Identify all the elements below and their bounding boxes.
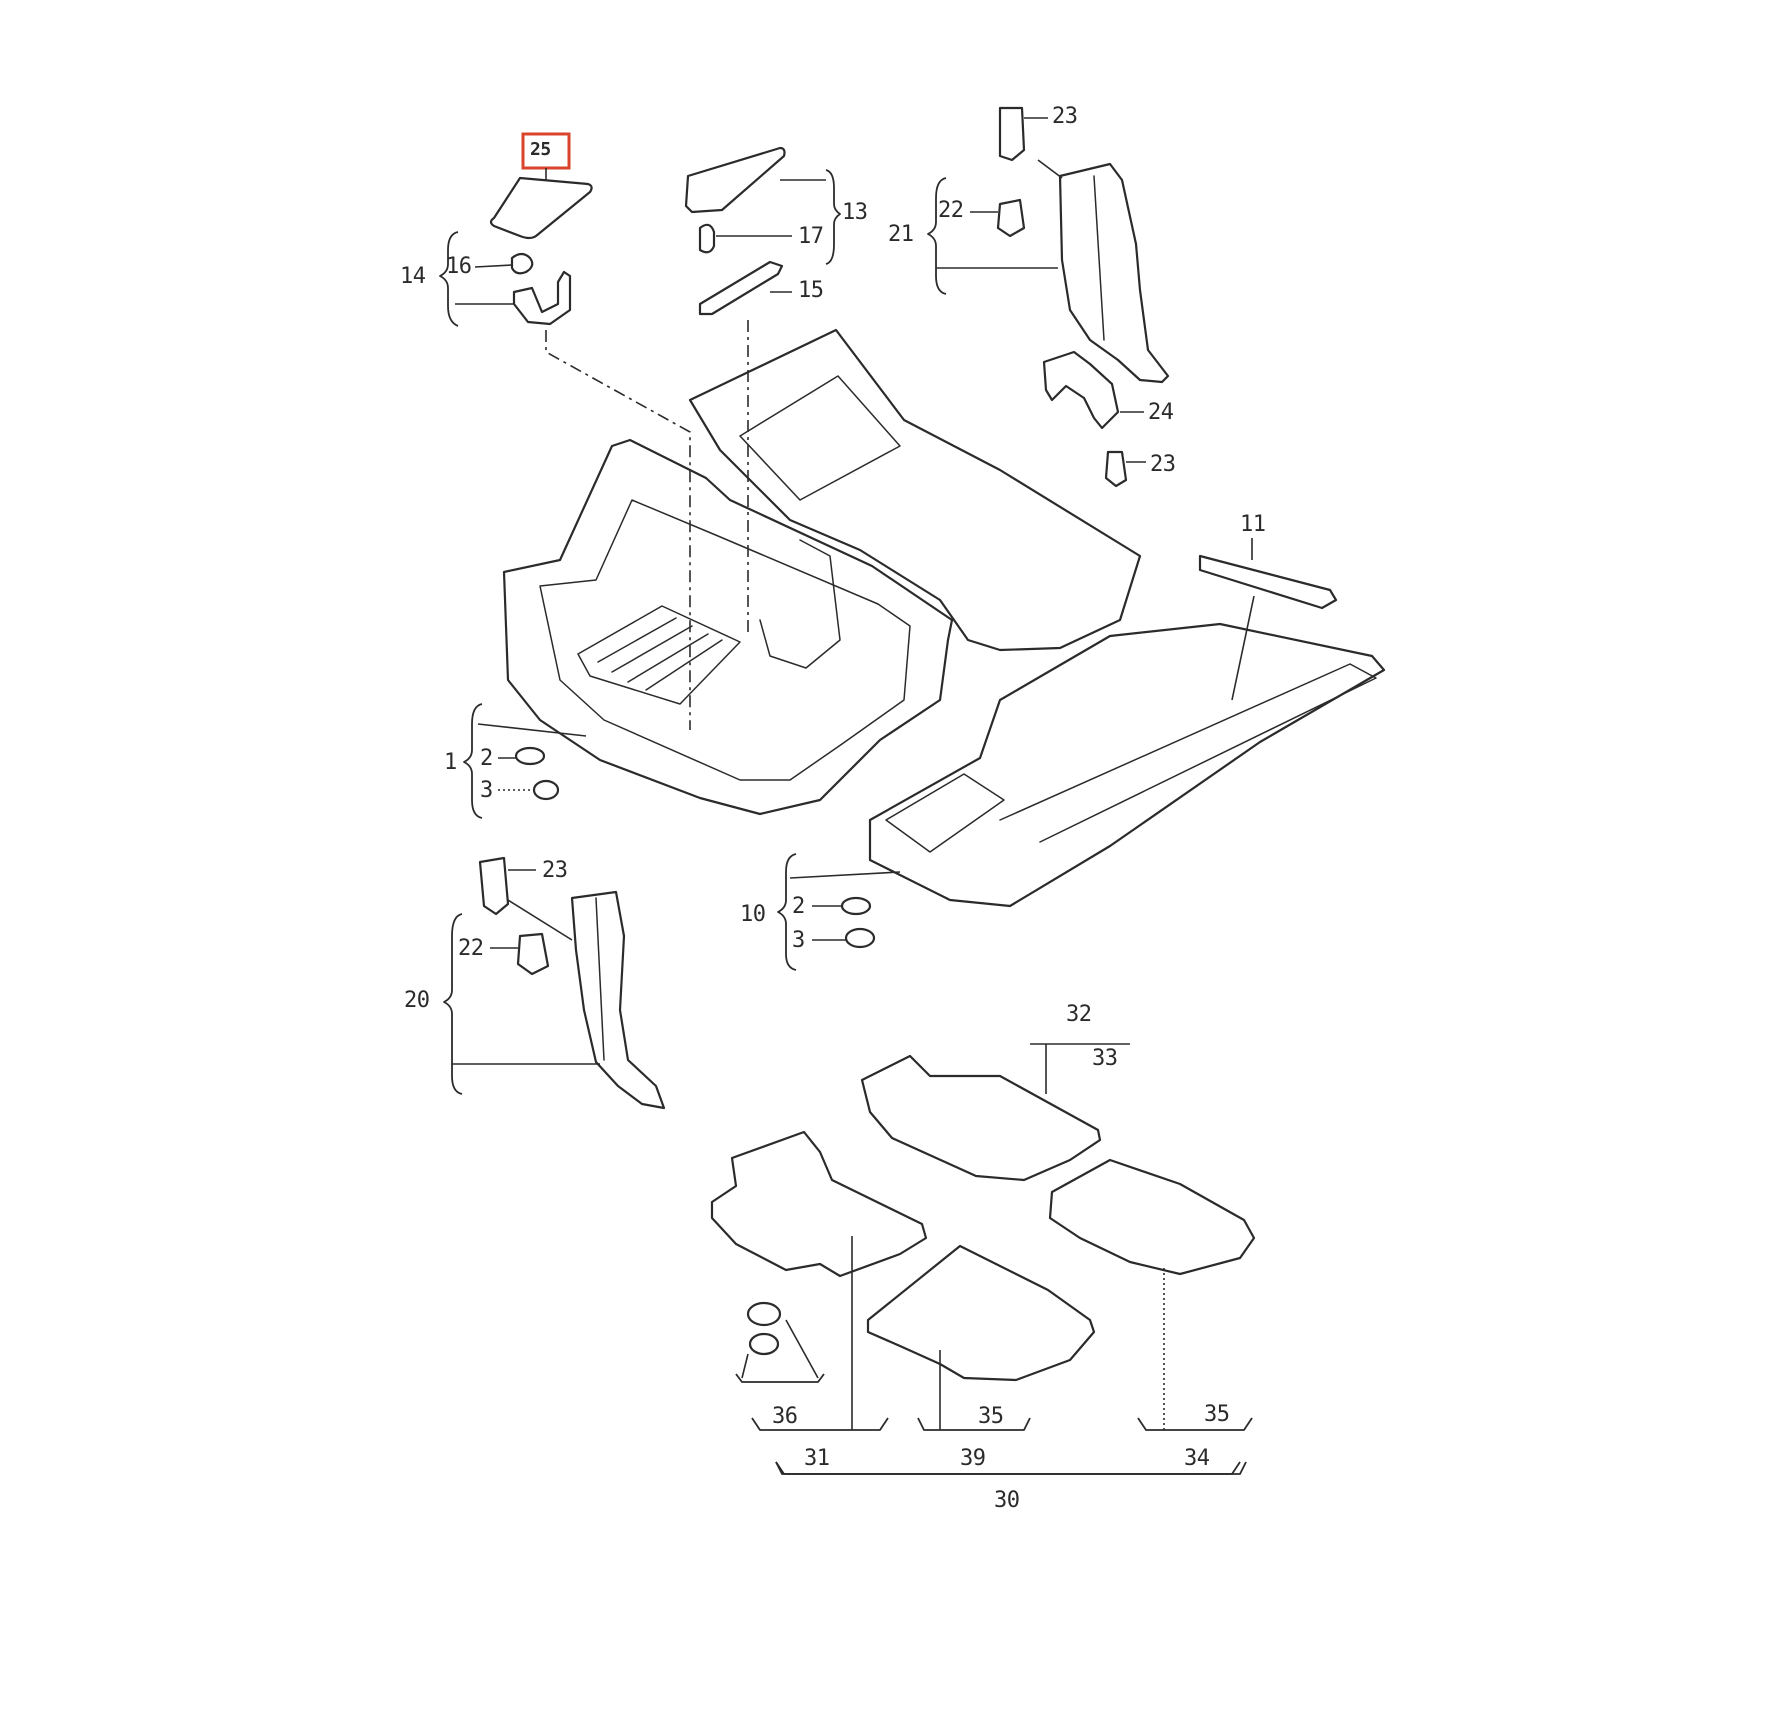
mat-front-right (710, 1130, 928, 1278)
part-25-pad (489, 176, 593, 240)
leader-1-carpet (477, 723, 587, 737)
callout-21: 21 (888, 222, 914, 247)
brace-14 (439, 231, 459, 327)
callout-24: 24 (1148, 400, 1174, 425)
front-carpet-pad (885, 773, 1005, 853)
part-3-right-grommet (844, 927, 876, 949)
part-20-pillar (570, 890, 666, 1110)
callout-33: 33 (1092, 1046, 1118, 1071)
part-22-right-clip (996, 198, 1026, 238)
leader-23-to-pillar-bottom (507, 899, 573, 941)
callout-16: 16 (446, 254, 472, 279)
leader-16 (474, 264, 513, 268)
callout-23-bottom: 23 (542, 858, 568, 883)
part-10-front-carpet-lower (868, 622, 1386, 908)
brace-1 (463, 703, 483, 819)
callout-10: 10 (740, 902, 766, 927)
heel-pad-rib-2 (611, 625, 693, 673)
brace-31-39-34 (775, 1461, 1241, 1475)
front-carpet-sill (999, 663, 1377, 843)
brace-36-31 (751, 1417, 889, 1431)
callout-17: 17 (798, 224, 824, 249)
callout-22-left: 22 (458, 936, 484, 961)
rear-carpet-heel-pad (577, 605, 741, 705)
callout-39: 39 (960, 1446, 986, 1471)
callout-34: 34 (1184, 1446, 1210, 1471)
part-22-left-clip (516, 932, 550, 976)
callout-35-a: 35 (978, 1404, 1004, 1429)
mat-rear-left (866, 1244, 1096, 1382)
rear-carpet-inner-wall (539, 499, 911, 781)
callout-2-left: 2 (480, 746, 493, 771)
part-17-insert (698, 223, 716, 254)
part-36-plug (746, 1301, 782, 1327)
brace-35-39 (917, 1417, 1031, 1431)
brace-10 (777, 853, 797, 971)
callout-23-top: 23 (1052, 104, 1078, 129)
callout-15: 15 (798, 278, 824, 303)
leader-36-b (785, 1319, 819, 1379)
brace-13 (825, 169, 841, 265)
callout-22-right: 22 (938, 198, 964, 223)
brace-36 (735, 1373, 825, 1383)
rear-carpet-tunnel (759, 539, 841, 669)
part-23-mid-clip (1104, 450, 1128, 488)
part-24-bracket (1042, 350, 1120, 430)
callout-14: 14 (400, 264, 426, 289)
callout-30: 30 (994, 1488, 1020, 1513)
part-2-left-grommet (514, 746, 546, 766)
part-10-front-carpet (688, 328, 1142, 652)
mat-front-left (860, 1054, 1102, 1182)
pillar-20-inner-edge (595, 897, 605, 1061)
callout-1: 1 (444, 750, 457, 775)
callout-13: 13 (842, 200, 868, 225)
part-21-pillar (1058, 162, 1170, 384)
callout-32: 32 (1066, 1002, 1092, 1027)
part-36-grommet (748, 1332, 780, 1356)
part-13-panel (684, 146, 786, 214)
callout-31: 31 (804, 1446, 830, 1471)
callout-23-mid: 23 (1150, 452, 1176, 477)
brace-20 (443, 913, 463, 1095)
front-carpet-seat-rail (739, 375, 901, 501)
dashdot-14-to-floor (545, 330, 691, 730)
leader-36-a (741, 1353, 749, 1379)
callout-11: 11 (1240, 512, 1266, 537)
pillar-21-inner-edge (1093, 175, 1105, 341)
part-11-strip (1198, 554, 1338, 610)
part-14-bracket (512, 270, 572, 326)
brace-21 (927, 177, 947, 295)
leader-10-carpet (789, 871, 901, 879)
mat-rear-right (1048, 1158, 1256, 1276)
part-23-bottom-clip (478, 856, 510, 916)
callout-2-right: 2 (792, 894, 805, 919)
part-2-right-grommet (840, 896, 872, 916)
part-23-top-clip (998, 106, 1026, 162)
callout-3-left: 3 (480, 778, 493, 803)
callout-25-highlighted: 25 (530, 139, 551, 160)
part-1-rear-carpet (502, 438, 954, 816)
callout-35-b: 35 (1204, 1402, 1230, 1427)
heel-pad-rib-3 (627, 633, 709, 683)
part-3-left-grommet (532, 779, 560, 801)
leader-23-to-pillar (1037, 159, 1063, 179)
leader-11-to-sill (1231, 595, 1255, 701)
part-16-clip (510, 252, 534, 275)
callout-3-right: 3 (792, 928, 805, 953)
part-15-strip (698, 260, 784, 316)
heel-pad-rib-4 (645, 639, 723, 691)
brace-30 (775, 1461, 1247, 1475)
callout-36: 36 (772, 1404, 798, 1429)
callout-20: 20 (404, 988, 430, 1013)
brace-35-34 (1137, 1417, 1253, 1431)
heel-pad-rib-1 (597, 617, 677, 663)
